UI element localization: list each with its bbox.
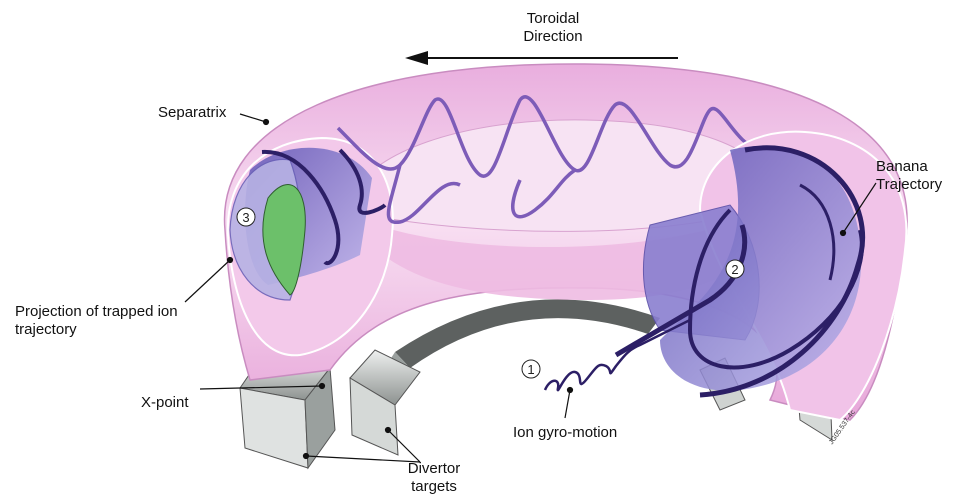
- projection-label-line2: trajectory: [15, 321, 178, 339]
- projection-label-line1: Projection of trapped ion: [15, 303, 178, 321]
- svg-text:3: 3: [242, 210, 249, 225]
- marker-2: 2: [726, 260, 744, 278]
- separatrix-label: Separatrix: [158, 104, 226, 122]
- marker-1: 1: [522, 360, 540, 378]
- ion-gyro-motion-label: Ion gyro-motion: [513, 424, 617, 442]
- divertor-label-line1: Divertor: [394, 460, 474, 478]
- banana-label-line1: Banana: [876, 158, 942, 176]
- toroidal-label-line2: Direction: [508, 28, 598, 46]
- banana-trajectory-label: Banana Trajectory: [876, 158, 942, 194]
- svg-text:1: 1: [527, 362, 534, 377]
- divertor-label-line2: targets: [394, 478, 474, 496]
- marker-3: 3: [237, 208, 255, 226]
- toroidal-arrow: [405, 51, 678, 65]
- divertor-targets-label: Divertor targets: [394, 460, 474, 496]
- svg-text:2: 2: [731, 262, 738, 277]
- x-point-label: X-point: [141, 394, 189, 412]
- projection-label: Projection of trapped ion trajectory: [15, 303, 178, 339]
- banana-label-line2: Trajectory: [876, 176, 942, 194]
- toroidal-label-line1: Toroidal: [508, 10, 598, 28]
- toroidal-direction-label: Toroidal Direction: [508, 10, 598, 46]
